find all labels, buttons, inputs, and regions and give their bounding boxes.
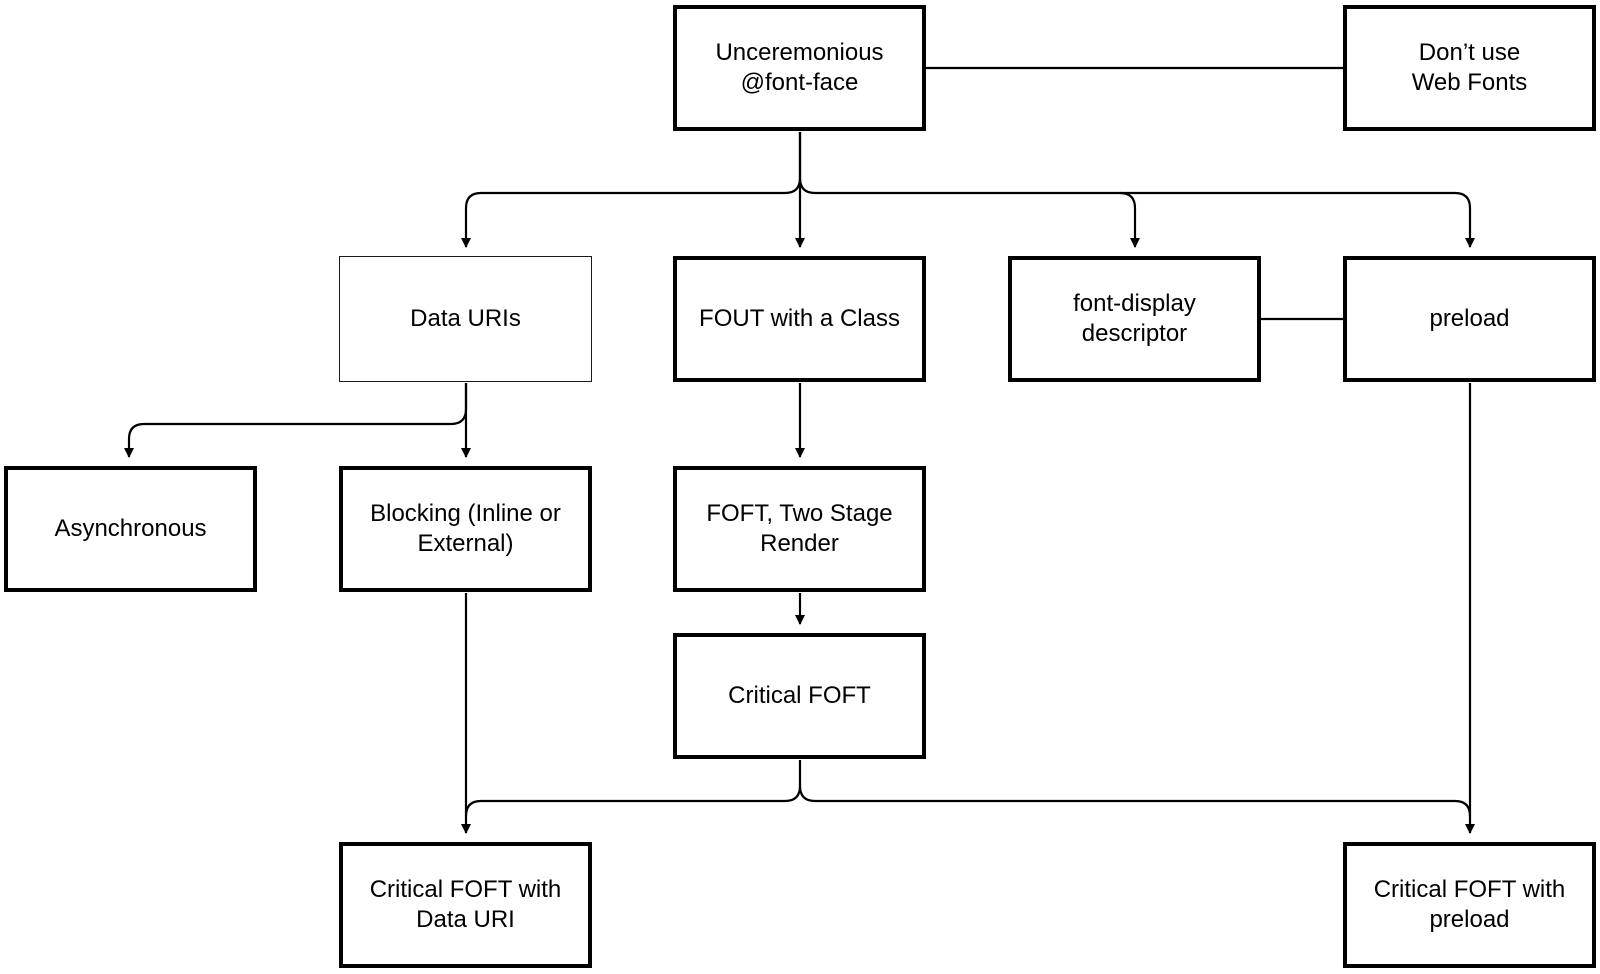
node-font-display-descriptor: font-display descriptor [1008,256,1261,382]
edge-unceremonious-to-fontdisplay [798,177,1140,248]
node-dont-use-web-fonts: Don’t use Web Fonts [1343,5,1596,131]
node-label: Data URIs [410,305,521,332]
node-blocking-inline-or-external: Blocking (Inline or External) [339,466,592,592]
node-foft-two-stage-render: FOFT, Two Stage Render [673,466,926,592]
node-asynchronous: Asynchronous [4,466,257,592]
node-label: FOFT, Two Stage Render [706,500,893,557]
node-label: Critical FOFT with Data URI [369,876,562,933]
edge-critical-to-datauri [464,760,802,817]
node-label: preload [1429,305,1510,332]
node-critical-foft: Critical FOFT [673,633,926,759]
node-preload: preload [1343,256,1596,382]
node-critical-foft-with-data-uri: Critical FOFT with Data URI [339,842,592,968]
edge-critical-to-preload [798,785,1472,817]
edge-datauris-to-asynchronous [124,383,468,458]
edge-unceremonious-to-preload [1120,191,1475,248]
node-label: Blocking (Inline or External) [370,500,561,557]
node-label: Critical FOFT with preload [1373,876,1566,933]
node-label: Don’t use Web Fonts [1411,39,1528,96]
node-label: Asynchronous [54,515,207,542]
edge-unceremonious-to-datauris [461,132,802,248]
node-label: Unceremonious @font-face [715,39,884,96]
node-data-uris: Data URIs [339,256,592,382]
node-label: FOUT with a Class [699,305,900,332]
node-label: Critical FOFT [728,682,871,709]
node-fout-with-a-class: FOUT with a Class [673,256,926,382]
node-unceremonious-font-face: Unceremonious @font-face [673,5,926,131]
node-critical-foft-with-preload: Critical FOFT with preload [1343,842,1596,968]
node-label: font-display descriptor [1073,290,1196,347]
